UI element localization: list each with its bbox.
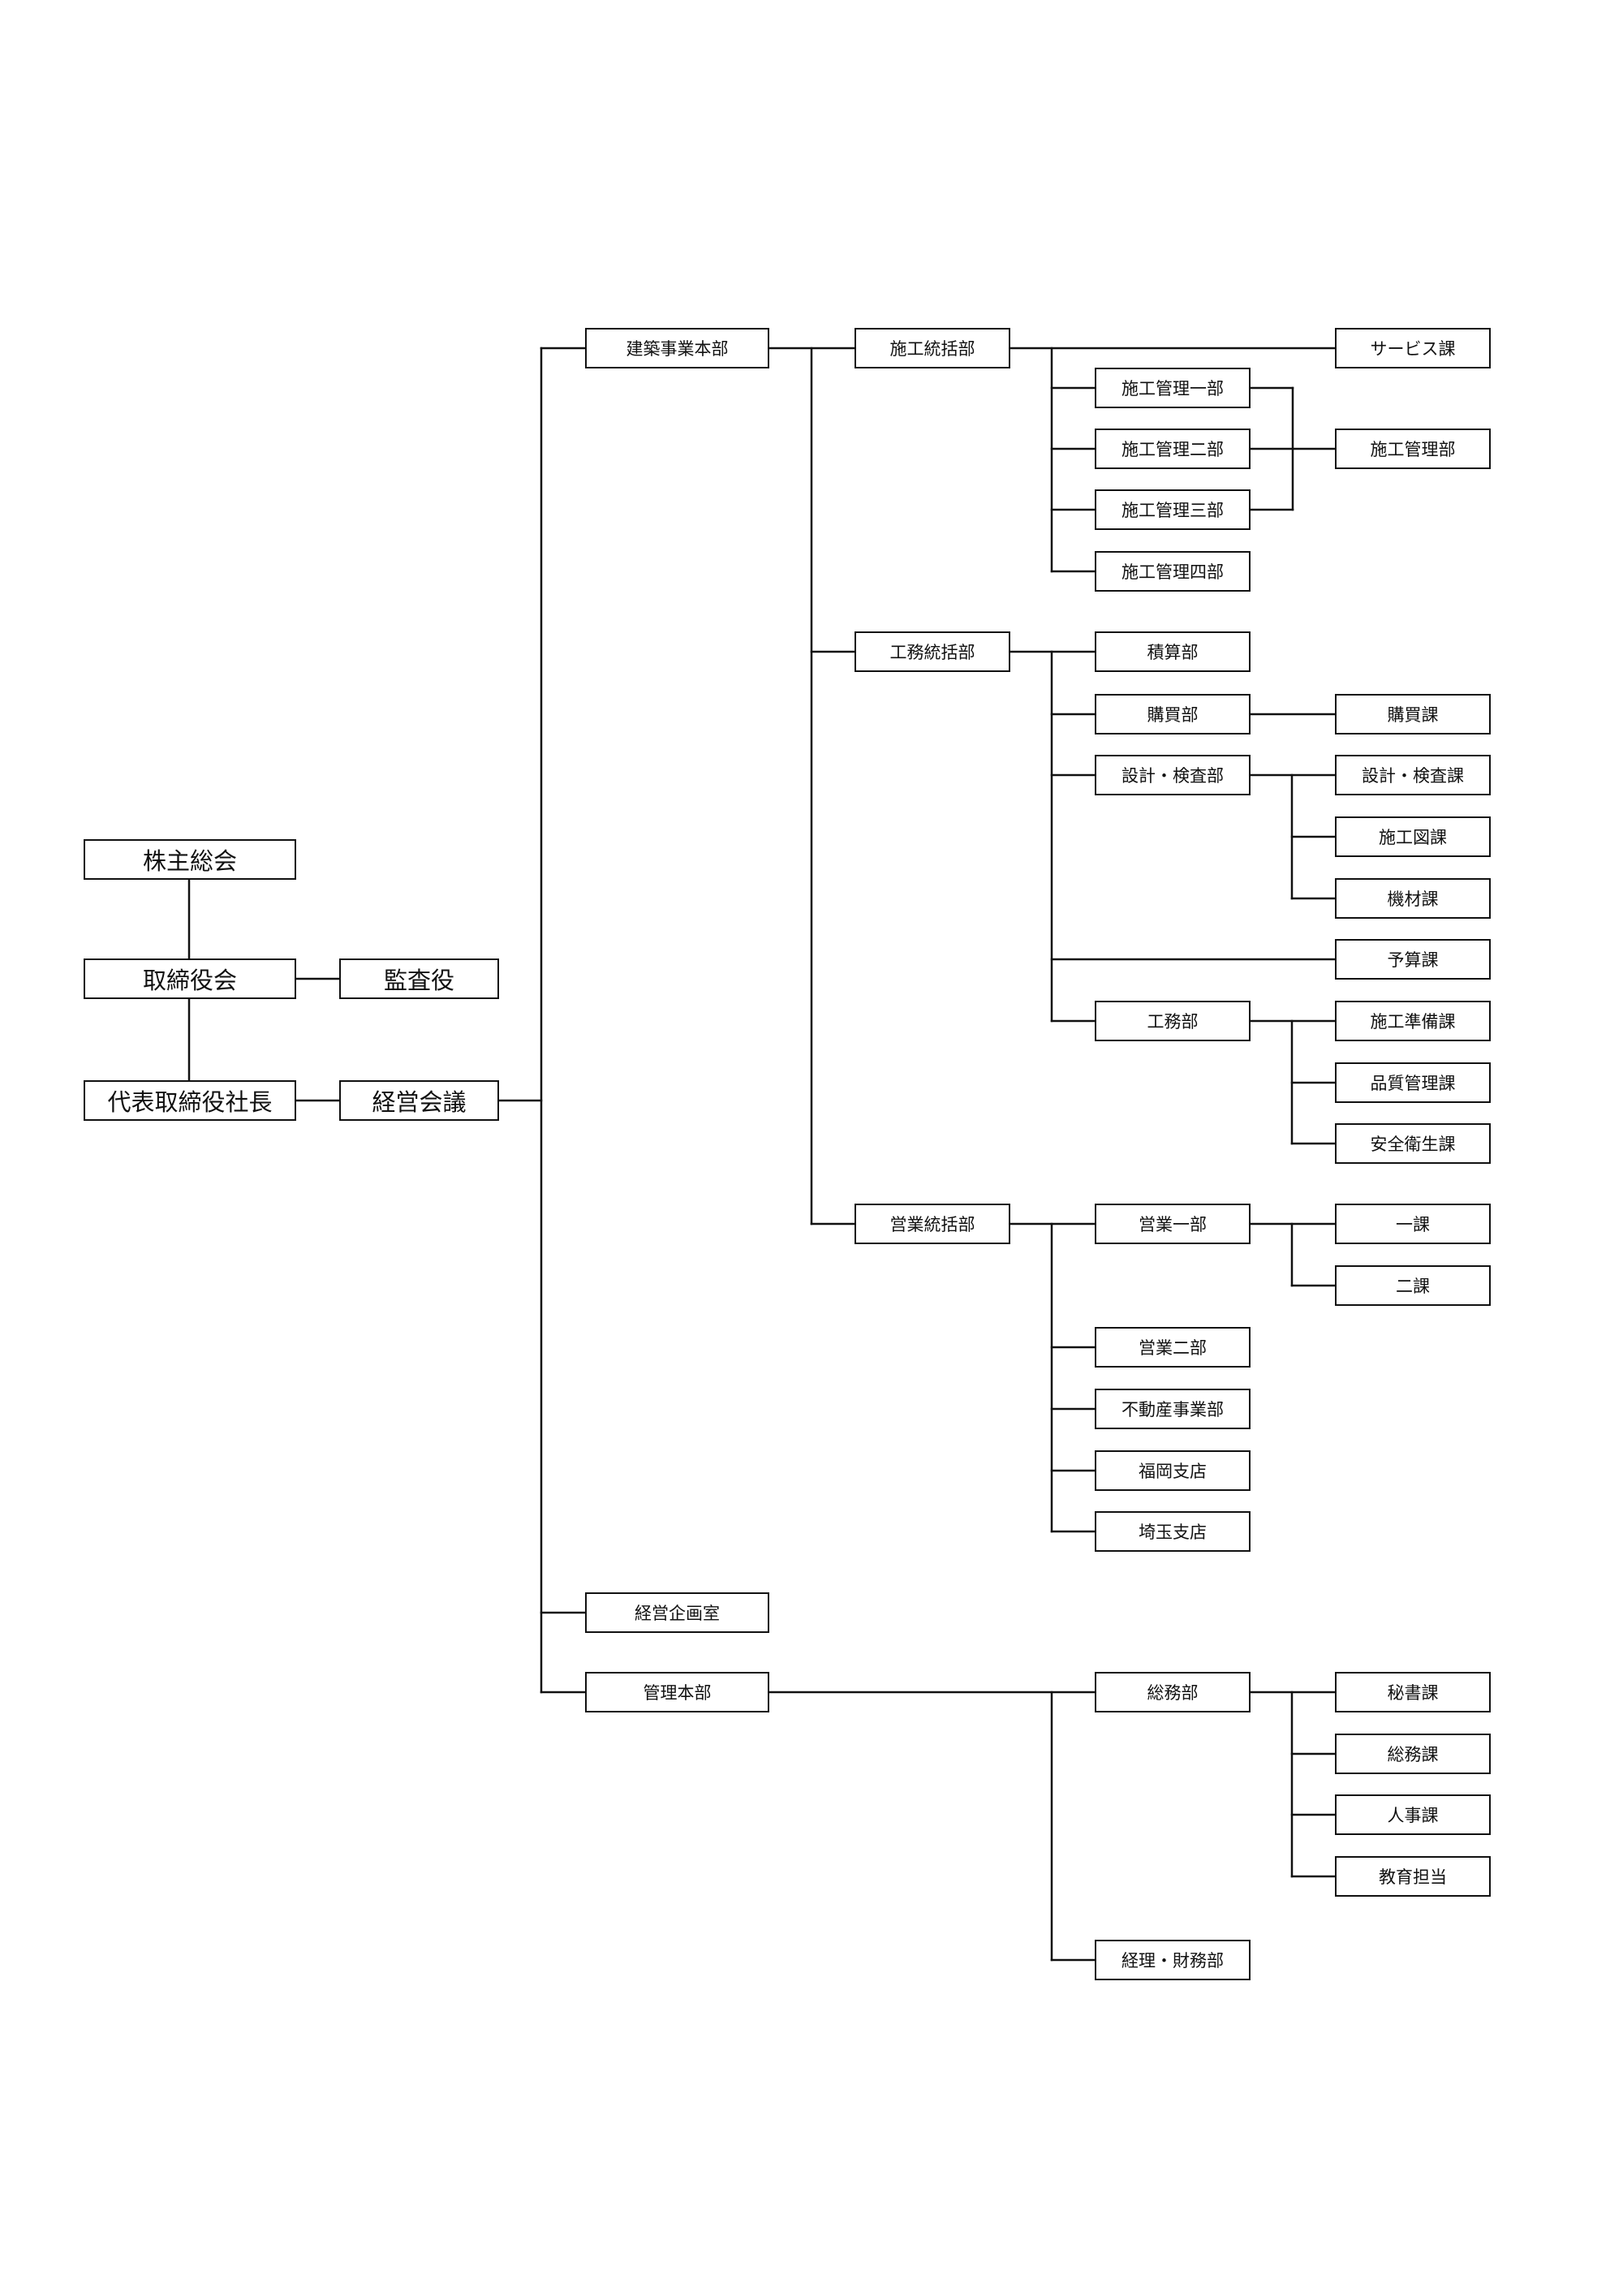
box-estimation-dept: 積算部 (1095, 631, 1251, 672)
box-sales-dept-2: 営業二部 (1095, 1327, 1251, 1368)
box-engineering-general-dept: 工務統括部 (855, 631, 1010, 672)
box-secretary-section: 秘書課 (1335, 1672, 1491, 1712)
box-service-section: サービス課 (1335, 328, 1491, 368)
box-shareholders-meeting: 株主総会 (84, 839, 296, 880)
box-construction-mgmt-2: 施工管理二部 (1095, 429, 1251, 469)
box-hr-section: 人事課 (1335, 1794, 1491, 1835)
box-construction-mgmt-3: 施工管理三部 (1095, 489, 1251, 530)
box-construction-mgmt-4: 施工管理四部 (1095, 551, 1251, 592)
box-purchasing-section: 購買課 (1335, 694, 1491, 734)
box-admin-headquarters: 管理本部 (585, 1672, 769, 1712)
box-accounting-finance-dept: 経理・財務部 (1095, 1940, 1251, 1980)
box-general-affairs-dept: 総務部 (1095, 1672, 1251, 1712)
box-section-1: 一課 (1335, 1204, 1491, 1244)
box-planning-office: 経営企画室 (585, 1592, 769, 1633)
box-board-of-directors: 取締役会 (84, 958, 296, 999)
box-auditor: 監査役 (339, 958, 499, 999)
box-general-affairs-section: 総務課 (1335, 1734, 1491, 1774)
box-real-estate-dept: 不動産事業部 (1095, 1389, 1251, 1429)
box-management-meeting: 経営会議 (339, 1080, 499, 1121)
box-design-inspection-section: 設計・検査課 (1335, 755, 1491, 795)
box-section-2: 二課 (1335, 1265, 1491, 1306)
box-sales-general-dept: 営業統括部 (855, 1204, 1010, 1244)
box-construction-general-dept: 施工統括部 (855, 328, 1010, 368)
box-president: 代表取締役社長 (84, 1080, 296, 1121)
box-construction-mgmt-dept: 施工管理部 (1335, 429, 1491, 469)
box-construction-prep-section: 施工準備課 (1335, 1001, 1491, 1041)
box-equipment-section: 機材課 (1335, 878, 1491, 919)
box-engineering-dept: 工務部 (1095, 1001, 1251, 1041)
box-sales-dept-1: 営業一部 (1095, 1204, 1251, 1244)
box-fukuoka-branch: 福岡支店 (1095, 1450, 1251, 1491)
box-construction-drawing-section: 施工図課 (1335, 816, 1491, 857)
box-quality-control-section: 品質管理課 (1335, 1062, 1491, 1103)
box-design-inspection-dept: 設計・検査部 (1095, 755, 1251, 795)
box-construction-headquarters: 建築事業本部 (585, 328, 769, 368)
box-safety-health-section: 安全衛生課 (1335, 1123, 1491, 1164)
box-construction-mgmt-1: 施工管理一部 (1095, 368, 1251, 408)
box-education-officer: 教育担当 (1335, 1856, 1491, 1897)
box-purchasing-dept: 購買部 (1095, 694, 1251, 734)
box-budget-section: 予算課 (1335, 939, 1491, 980)
box-saitama-branch: 埼玉支店 (1095, 1511, 1251, 1552)
